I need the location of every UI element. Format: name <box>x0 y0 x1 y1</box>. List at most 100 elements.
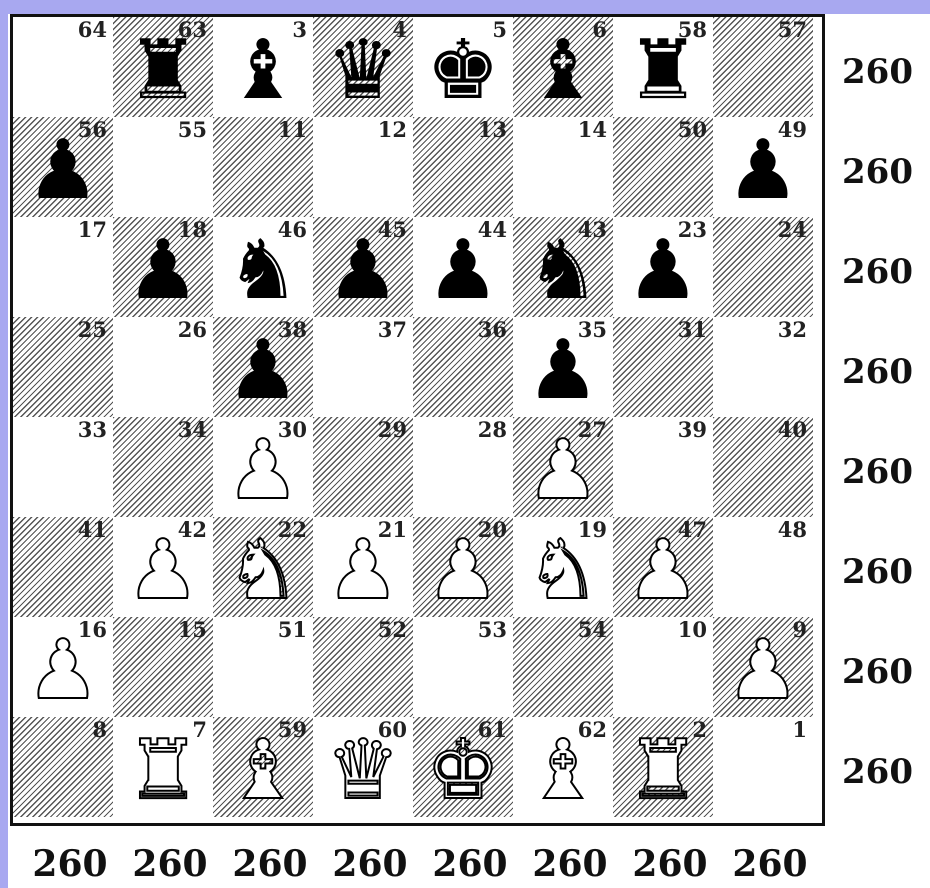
square-number: 50 <box>678 119 707 140</box>
square-number: 14 <box>578 119 607 140</box>
board-square[interactable]: ♝3 <box>213 17 313 117</box>
board-square[interactable]: ♟20 <box>413 517 513 617</box>
board-square[interactable]: ♟27 <box>513 417 613 517</box>
board-square[interactable]: ♞46 <box>213 217 313 317</box>
board-square[interactable]: ♝6 <box>513 17 613 117</box>
board-square[interactable]: ♟45 <box>313 217 413 317</box>
square-number: 32 <box>778 319 807 340</box>
board-square[interactable]: ♟9 <box>713 617 813 717</box>
board-square[interactable]: ♜63 <box>113 17 213 117</box>
square-number: 24 <box>778 219 807 240</box>
board-square[interactable]: ♜2 <box>613 717 713 817</box>
board-square[interactable]: 11 <box>213 117 313 217</box>
board-square[interactable]: ♜58 <box>613 17 713 117</box>
board-square[interactable]: 54 <box>513 617 613 717</box>
file-value-label: 260 <box>620 844 720 884</box>
board-square[interactable]: 57 <box>713 17 813 117</box>
file-value-label: 260 <box>20 844 120 884</box>
board-square[interactable]: 53 <box>413 617 513 717</box>
board-square[interactable]: 13 <box>413 117 513 217</box>
board-square[interactable]: ♛60 <box>313 717 413 817</box>
square-number: 1 <box>792 719 807 740</box>
board-square[interactable]: 39 <box>613 417 713 517</box>
square-number: 18 <box>178 219 207 240</box>
board-square[interactable]: 34 <box>113 417 213 517</box>
board-square[interactable]: 64 <box>13 17 113 117</box>
board-square[interactable]: ♚61 <box>413 717 513 817</box>
square-number: 47 <box>678 519 707 540</box>
board-square[interactable]: 55 <box>113 117 213 217</box>
board-square[interactable]: 37 <box>313 317 413 417</box>
board-square[interactable]: 52 <box>313 617 413 717</box>
file-value-label: 260 <box>420 844 520 884</box>
board-square[interactable]: 36 <box>413 317 513 417</box>
square-number: 60 <box>378 719 407 740</box>
board-square[interactable]: ♟23 <box>613 217 713 317</box>
square-number: 44 <box>478 219 507 240</box>
rank-value-label: 260 <box>842 552 926 592</box>
square-number: 42 <box>178 519 207 540</box>
board-square[interactable]: ♟18 <box>113 217 213 317</box>
board-square[interactable]: 50 <box>613 117 713 217</box>
board-square[interactable]: ♟35 <box>513 317 613 417</box>
board-square[interactable]: ♟21 <box>313 517 413 617</box>
square-number: 6 <box>592 19 607 40</box>
board-square[interactable]: ♟42 <box>113 517 213 617</box>
board-square[interactable]: 1 <box>713 717 813 817</box>
file-value-label: 260 <box>120 844 220 884</box>
board-square[interactable]: 32 <box>713 317 813 417</box>
rank-value-label: 260 <box>842 152 926 192</box>
board-square[interactable]: ♞22 <box>213 517 313 617</box>
board-square[interactable]: ♟30 <box>213 417 313 517</box>
board-square[interactable]: 15 <box>113 617 213 717</box>
board-square[interactable]: ♝59 <box>213 717 313 817</box>
board-square[interactable]: 29 <box>313 417 413 517</box>
board-square[interactable]: ♟49 <box>713 117 813 217</box>
board-square[interactable]: ♛4 <box>313 17 413 117</box>
board-square[interactable]: 28 <box>413 417 513 517</box>
board-square[interactable]: ♟56 <box>13 117 113 217</box>
square-number: 28 <box>478 419 507 440</box>
board-square[interactable]: 41 <box>13 517 113 617</box>
board-square[interactable]: ♟16 <box>13 617 113 717</box>
board-square[interactable]: 12 <box>313 117 413 217</box>
square-number: 3 <box>292 19 307 40</box>
rank-value-label: 260 <box>842 752 926 792</box>
board-square[interactable]: 31 <box>613 317 713 417</box>
board-square[interactable]: 48 <box>713 517 813 617</box>
square-number: 23 <box>678 219 707 240</box>
square-number: 45 <box>378 219 407 240</box>
square-number: 48 <box>778 519 807 540</box>
board-square[interactable]: ♞43 <box>513 217 613 317</box>
square-number: 35 <box>578 319 607 340</box>
board-square[interactable]: ♝62 <box>513 717 613 817</box>
board-square[interactable]: ♟47 <box>613 517 713 617</box>
square-number: 30 <box>278 419 307 440</box>
board-square[interactable]: ♟38 <box>213 317 313 417</box>
board-square[interactable]: 24 <box>713 217 813 317</box>
square-number: 39 <box>678 419 707 440</box>
board-square[interactable]: 33 <box>13 417 113 517</box>
board-square[interactable]: 51 <box>213 617 313 717</box>
board-square[interactable]: 25 <box>13 317 113 417</box>
square-number: 57 <box>778 19 807 40</box>
square-number: 31 <box>678 319 707 340</box>
board-square[interactable]: ♞19 <box>513 517 613 617</box>
square-number: 12 <box>378 119 407 140</box>
file-value-label: 260 <box>520 844 620 884</box>
board-square[interactable]: 26 <box>113 317 213 417</box>
board-square[interactable]: ♚5 <box>413 17 513 117</box>
board-square[interactable]: ♟44 <box>413 217 513 317</box>
board-square[interactable]: 8 <box>13 717 113 817</box>
board-square[interactable]: 17 <box>13 217 113 317</box>
rank-value-label: 260 <box>842 52 926 92</box>
square-number: 21 <box>378 519 407 540</box>
square-number: 53 <box>478 619 507 640</box>
square-number: 56 <box>78 119 107 140</box>
rank-value-label: 260 <box>842 352 926 392</box>
square-number: 55 <box>178 119 207 140</box>
board-square[interactable]: ♜7 <box>113 717 213 817</box>
board-square[interactable]: 40 <box>713 417 813 517</box>
board-square[interactable]: 10 <box>613 617 713 717</box>
board-square[interactable]: 14 <box>513 117 613 217</box>
